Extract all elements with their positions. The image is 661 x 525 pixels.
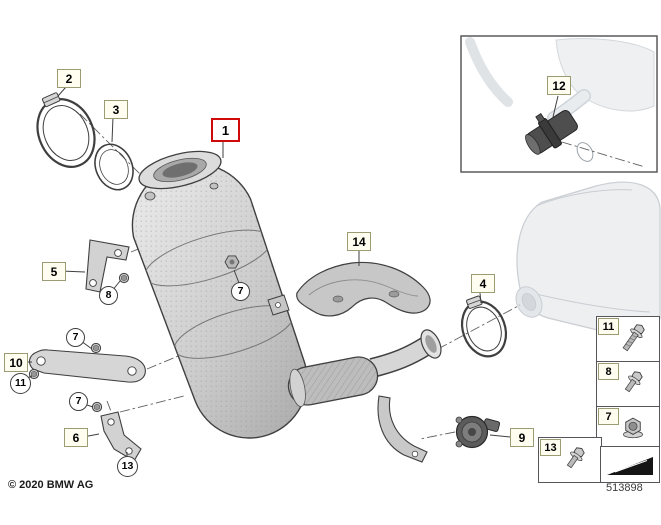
- callout-7b[interactable]: 7: [66, 328, 85, 347]
- part-downpipe: [287, 329, 442, 463]
- direction-arrow-icon: [607, 457, 653, 475]
- callout-6[interactable]: 6: [64, 428, 88, 447]
- inset-ghost-muffler: [465, 37, 655, 125]
- callout-14[interactable]: 14: [347, 232, 371, 251]
- inset-connecting-pipe: [525, 110, 578, 155]
- callout-4[interactable]: 4: [471, 274, 495, 293]
- legend-label-8[interactable]: 8: [598, 363, 619, 380]
- callout-10[interactable]: 10: [4, 353, 28, 372]
- long-bolt-icon: [622, 324, 645, 352]
- part-heat-shield: [296, 261, 431, 317]
- callout-3[interactable]: 3: [104, 100, 128, 119]
- legend-item-bolt-13: 13: [538, 437, 602, 483]
- callout-7c[interactable]: 7: [69, 392, 88, 411]
- part-holder-strap: [28, 349, 146, 383]
- diagram-number: 513898: [606, 482, 643, 494]
- direction-symbol-cell: [600, 446, 660, 483]
- part-catalytic-converter-body: [131, 150, 308, 439]
- flange-nut-icon: [623, 417, 643, 439]
- legend-item-nut-7: 7: [596, 406, 660, 452]
- callout-7a[interactable]: 7: [231, 282, 250, 301]
- callout-9[interactable]: 9: [510, 428, 534, 447]
- legend-label-11[interactable]: 11: [598, 318, 619, 335]
- legend-label-7[interactable]: 7: [598, 408, 619, 425]
- flange-bolt-icon: [624, 371, 643, 393]
- legend-item-bolt-11: 11: [596, 316, 660, 362]
- part-v-band-clamp: [36, 92, 96, 168]
- flange-bolt-icon: [566, 447, 585, 469]
- fastener-legend: 11 8: [596, 316, 660, 452]
- part-bracket-upper: [85, 239, 130, 293]
- legend-item-bolt-8: 8: [596, 361, 660, 407]
- detail-inset-box: [460, 35, 658, 173]
- part-bracket-lower: [100, 411, 142, 462]
- part-gasket-ring: [94, 143, 134, 191]
- callout-5[interactable]: 5: [42, 262, 66, 281]
- callout-1[interactable]: 1: [211, 118, 240, 142]
- callout-13[interactable]: 13: [117, 456, 138, 477]
- callout-12[interactable]: 12: [547, 76, 571, 95]
- part-exhaust-clamp: [460, 295, 508, 358]
- legend-label-13[interactable]: 13: [540, 439, 561, 456]
- part-exhaust-flap-actuator: [455, 415, 501, 449]
- copyright-text: © 2020 BMW AG: [8, 479, 94, 491]
- callout-11[interactable]: 11: [10, 373, 31, 394]
- callout-8[interactable]: 8: [99, 286, 118, 305]
- callout-2[interactable]: 2: [57, 69, 81, 88]
- ghost-rear-muffler: [515, 181, 661, 337]
